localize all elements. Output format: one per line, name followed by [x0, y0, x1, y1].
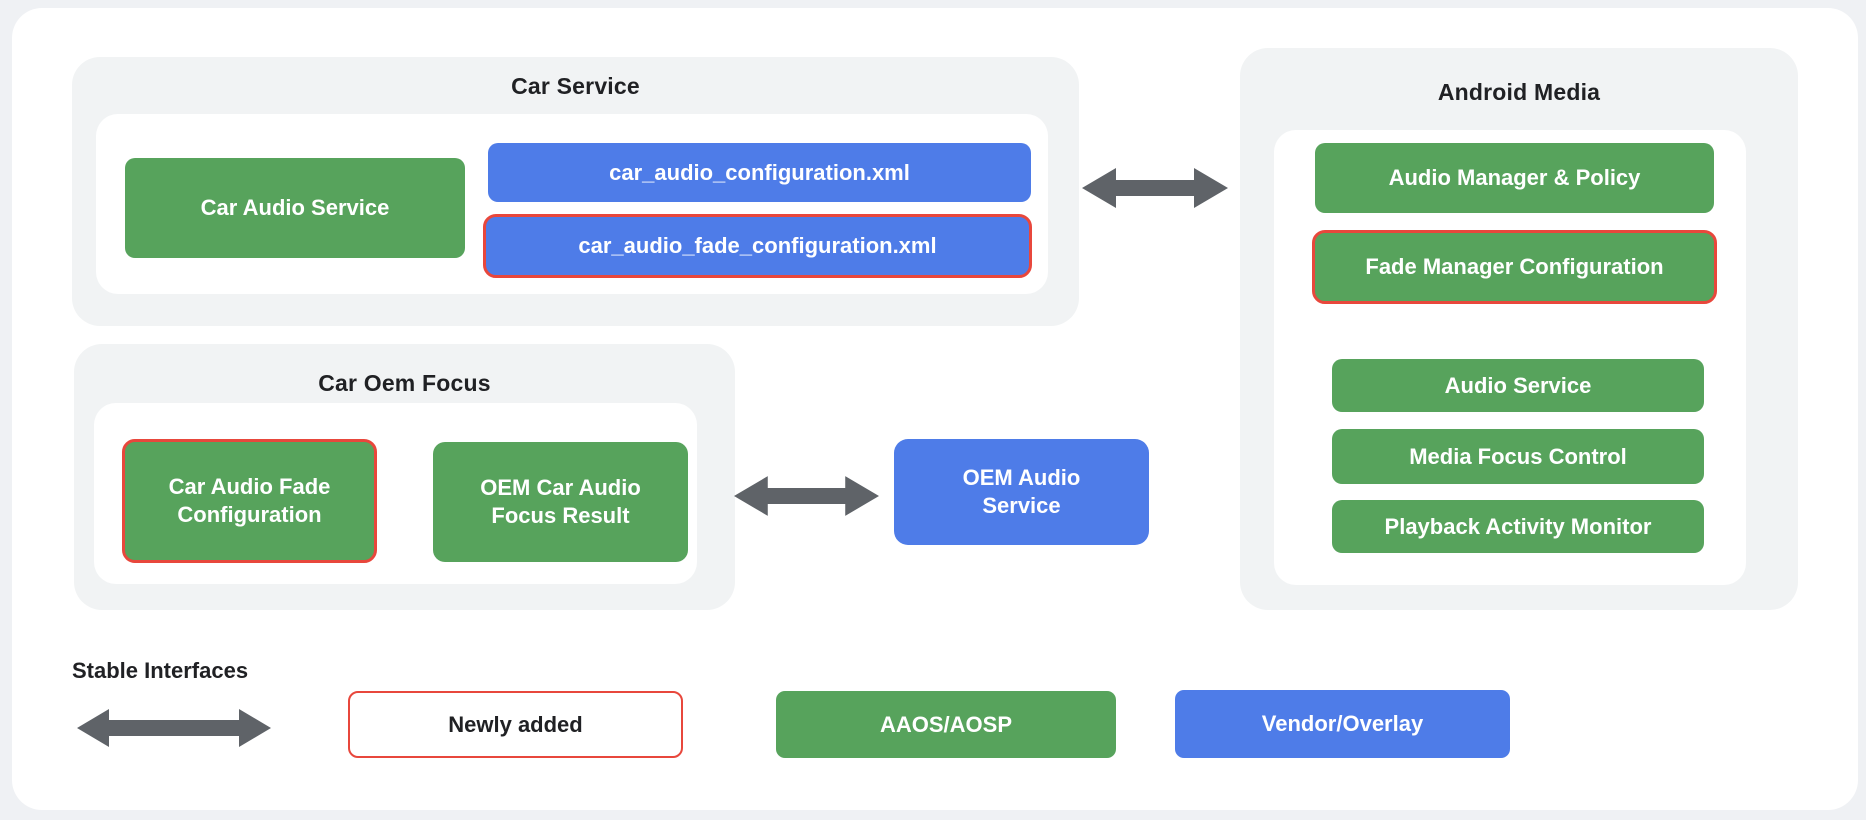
diagram-canvas: Car Service Car Audio Service car_audio_…	[12, 8, 1858, 810]
media-focus-control-box: Media Focus Control	[1332, 429, 1704, 484]
fade-manager-configuration-box: Fade Manager Configuration	[1312, 230, 1717, 304]
audio-manager-policy-box: Audio Manager & Policy	[1315, 143, 1714, 213]
car-oem-focus-title: Car Oem Focus	[318, 370, 491, 396]
car-service-panel: Car Service Car Audio Service car_audio_…	[72, 57, 1079, 326]
playback-activity-monitor-box: Playback Activity Monitor	[1332, 500, 1704, 553]
stable-interfaces-label: Stable Interfaces	[72, 658, 249, 683]
car-service-title: Car Service	[511, 73, 640, 99]
car-oem-focus-panel: Car Oem Focus Car Audio Fade Configurati…	[74, 344, 735, 610]
stable-interfaces-arrow-icon	[77, 709, 271, 747]
car-audio-fade-configuration-xml-box: car_audio_fade_configuration.xml	[483, 214, 1032, 278]
oem-audio-service-box: OEM Audio Service	[894, 439, 1149, 545]
legend-aaos-aosp: AAOS/AOSP	[776, 691, 1116, 758]
car-audio-fade-configuration-box: Car Audio Fade Configuration	[122, 439, 377, 563]
android-media-title: Android Media	[1437, 79, 1601, 105]
car-audio-configuration-xml-box: car_audio_configuration.xml	[488, 143, 1031, 202]
legend-newly-added: Newly added	[348, 691, 683, 758]
android-media-panel: Android Media Audio Manager & Policy Fad…	[1240, 48, 1798, 610]
audio-service-box: Audio Service	[1332, 359, 1704, 412]
car-oem-focus-oem-audio-service-arrow-icon	[734, 476, 879, 516]
car-service-android-media-arrow-icon	[1082, 168, 1228, 208]
oem-car-audio-focus-result-box: OEM Car Audio Focus Result	[433, 442, 688, 562]
legend-vendor-overlay: Vendor/Overlay	[1175, 690, 1510, 758]
car-audio-service-box: Car Audio Service	[125, 158, 465, 258]
